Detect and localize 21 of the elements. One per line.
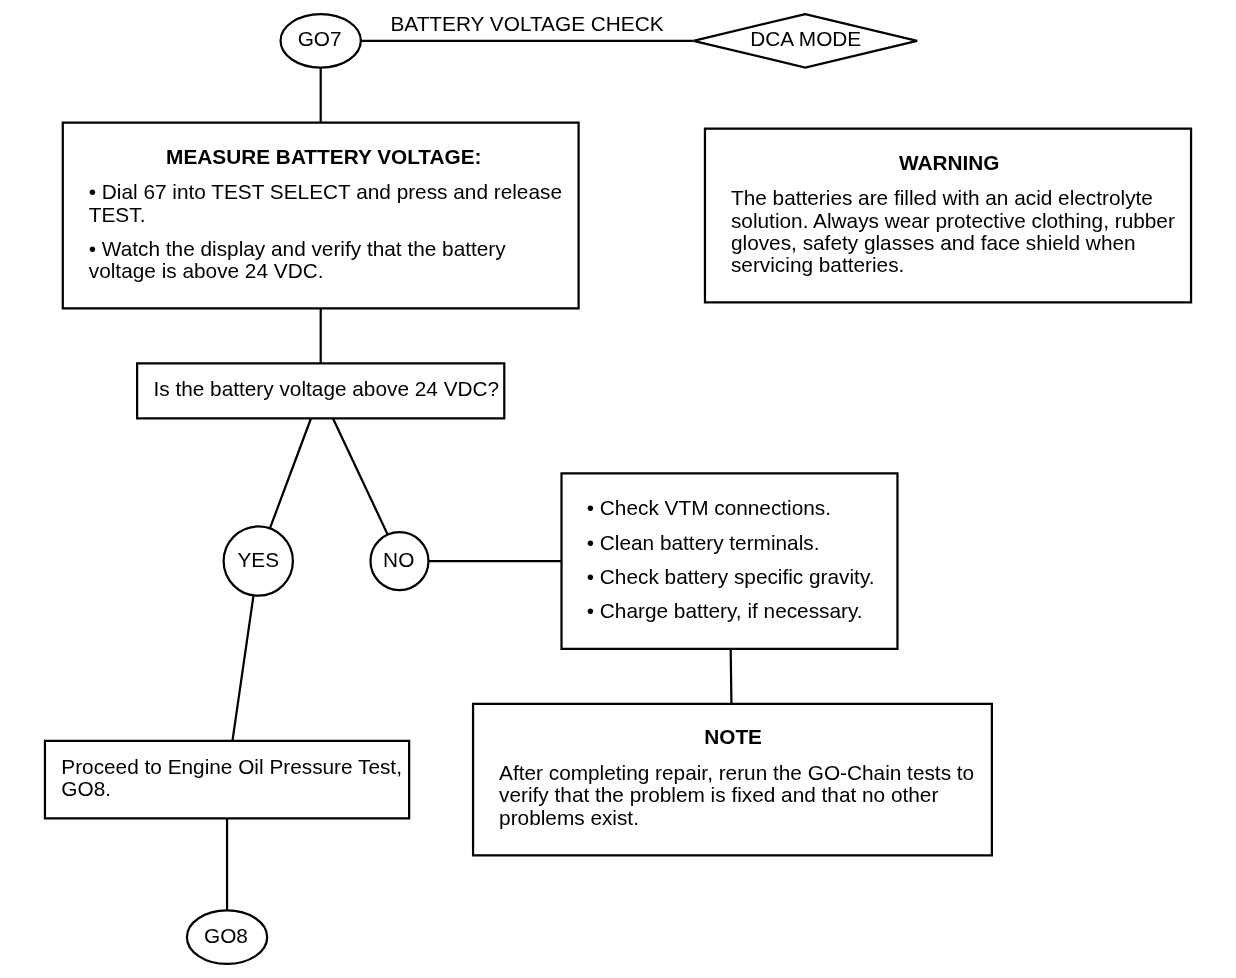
connector [269,418,312,529]
node-ellipse: GO7 [279,12,362,69]
node-circle: NO [369,531,430,592]
node-box: NOTE After completing repair, rerun the GO-Chain tests to verify that the problem is fixed and that no other problems exist. [471,702,993,857]
connector [428,560,562,563]
node-box: Is the battery voltage above 24 VDC? [136,362,506,420]
node-box: • Check VTM connections. • Clean battery terminals. • Check battery specific gravity. • Charge battery, if necessary. [560,472,899,650]
connector [319,67,322,123]
node-box: MEASURE BATTERY VOLTAGE: • Dial 67 into TEST SELECT and press and release TEST. • Watch the display and verify that the battery voltage is above 24 VDC. [61,121,580,310]
edge-label: BATTERY VOLTAGE CHECK [390,11,664,35]
connector [231,595,255,742]
node-box: WARNING The batteries are filled with an acid electrolyte solution. Always wear protective clothing, rubber gloves, safety glasses and face shield when servicing batteries. [703,127,1193,304]
connector [332,418,389,535]
connector [319,308,322,364]
connector [225,818,229,911]
node-diamond: DCA MODE [692,12,919,69]
node-ellipse: GO8 [185,909,269,966]
connector [361,39,693,42]
connector [729,649,733,704]
node-circle: YES [222,525,294,597]
node-box: Proceed to Engine Oil Pressure Test, GO8. [43,739,411,820]
